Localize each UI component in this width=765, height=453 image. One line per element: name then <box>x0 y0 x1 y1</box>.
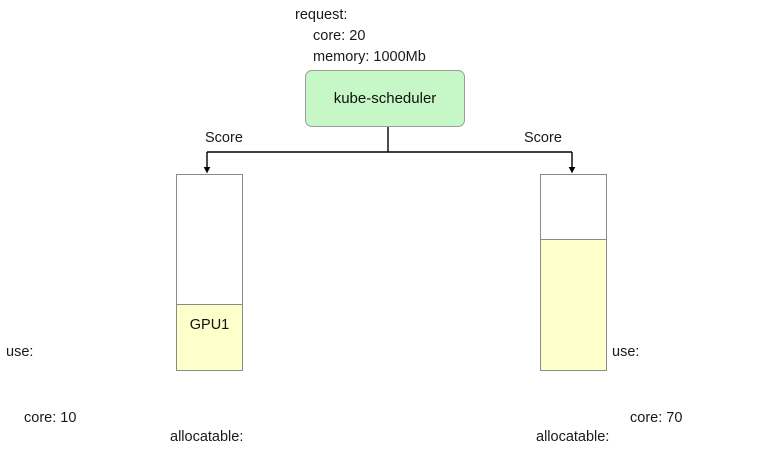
kube-scheduler-node[interactable]: kube-scheduler <box>305 70 465 127</box>
left-use-label: use: <box>6 344 34 360</box>
node-bar-right-used-fill <box>541 239 606 370</box>
kube-scheduler-label: kube-scheduler <box>333 90 437 107</box>
left-use-block: use: core: 10 memory: 2000Mb <box>6 297 137 453</box>
request-core-line: core: 20 <box>313 28 366 44</box>
request-label: request: <box>295 7 348 23</box>
right-use-core-line: core: 70 <box>630 410 683 426</box>
node-bar-left-used-fill <box>177 304 242 370</box>
node-bar-left-label: GPU1 <box>189 317 230 333</box>
node-bar-right[interactable]: GPU1 <box>540 174 607 371</box>
left-use-core-line: core: 10 <box>24 410 77 426</box>
right-allocatable-label: allocatable: <box>536 429 610 445</box>
left-allocatable-label: allocatable: <box>170 429 244 445</box>
node-bar-left[interactable]: GPU1 <box>176 174 243 371</box>
right-use-block: use: core: 70 memory: 6000Mb <box>612 297 743 453</box>
request-memory-line: memory: 1000Mb <box>313 49 426 65</box>
right-allocatable-block: allocatable: core: 100 memory: 8000Mb <box>536 382 667 453</box>
left-allocatable-block: allocatable: core: 100 memory: 8000Mb <box>170 382 301 453</box>
edge-label-left-score: Score <box>205 130 243 146</box>
edge-label-right-score: Score <box>524 130 562 146</box>
right-use-label: use: <box>612 344 640 360</box>
